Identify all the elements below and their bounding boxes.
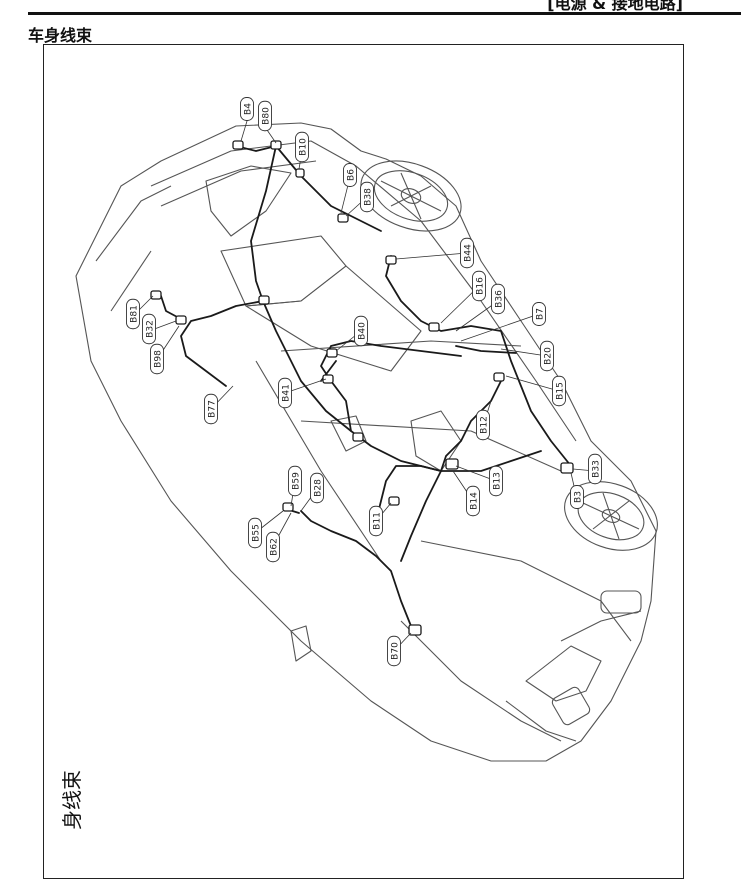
connector-label-text: B77: [208, 400, 218, 418]
connector-label-text: B10: [299, 138, 309, 156]
connector-label-text: B70: [391, 642, 401, 660]
connector-label-b16: B16: [472, 270, 486, 302]
connector-label-b80: B80: [258, 100, 272, 132]
connector-label-b59: B59: [288, 465, 302, 497]
connector-label-text: B6: [347, 169, 357, 181]
connector-label-text: B7: [536, 308, 546, 320]
connector-label-text: B41: [282, 384, 292, 402]
connector-label-text: B20: [544, 347, 554, 365]
connector-label-text: B28: [314, 479, 324, 497]
connector-label-b11: B11: [369, 505, 383, 537]
car-harness-diagram: B4B80B10B6B38B44B16B36B7B20B15B81B32B98B…: [75, 97, 658, 762]
connector-label-b6: B6: [343, 163, 357, 187]
connector-label-b98: B98: [150, 343, 164, 375]
connector-label-text: B32: [146, 320, 156, 338]
connector-label-b81: B81: [126, 298, 140, 330]
connector-label-text: B3: [574, 491, 584, 503]
connector-label-text: B16: [476, 277, 486, 295]
connector-label-b38: B38: [360, 181, 374, 213]
connector-label-text: B15: [556, 382, 566, 400]
connector-label-b55: B55: [248, 517, 262, 549]
connector-blobs: [150, 140, 574, 636]
connector-label-b4: B4: [240, 97, 254, 121]
connector-label-text: B55: [252, 524, 262, 542]
connector-label-b62: B62: [266, 531, 280, 563]
connector-label-text: B98: [154, 350, 164, 368]
connector-label-text: B13: [493, 472, 503, 490]
connector-label-b32: B32: [142, 313, 156, 345]
connector-label-b41: B41: [278, 377, 292, 409]
connector-label-text: B4: [244, 103, 254, 115]
connector-label-b13: B13: [489, 465, 503, 497]
connector-label-b15: B15: [552, 375, 566, 407]
connector-label-text: B14: [470, 492, 480, 510]
section-title: 车身线束: [28, 26, 93, 45]
connector-label-b12: B12: [476, 409, 490, 441]
connector-label-b44: B44: [460, 237, 474, 269]
header-title: [电源 & 接地电路]: [547, 0, 683, 13]
connector-label-b40: B40: [354, 315, 368, 347]
connector-label-text: B59: [292, 472, 302, 490]
connector-label-b20: B20: [540, 340, 554, 372]
connector-label-text: B81: [130, 305, 140, 323]
harness-wires: [160, 145, 572, 627]
connector-label-b28: B28: [310, 472, 324, 504]
connector-label-text: B40: [358, 322, 368, 340]
connector-label-text: B12: [480, 416, 490, 434]
connector-label-text: B44: [464, 244, 474, 262]
connector-label-b77: B77: [204, 393, 218, 425]
connector-label-text: B38: [364, 188, 374, 206]
connector-label-text: B36: [495, 290, 505, 308]
connector-label-b14: B14: [466, 485, 480, 517]
connector-label-text: B11: [373, 512, 383, 530]
connector-label-b3: B3: [570, 485, 584, 509]
connector-label-b10: B10: [295, 131, 309, 163]
header-rule: [28, 12, 741, 15]
rear-wheel: [360, 160, 462, 232]
front-wheel: [564, 481, 658, 551]
car-body-outline: [75, 122, 657, 762]
connector-label-b70: B70: [387, 635, 401, 667]
connector-label-b36: B36: [491, 283, 505, 315]
connector-label-text: B33: [592, 460, 602, 478]
side-caption: 身线束: [60, 770, 84, 830]
connector-label-b7: B7: [532, 302, 546, 326]
connector-label-text: B80: [262, 107, 272, 125]
connector-label-text: B62: [270, 538, 280, 556]
connector-label-b33: B33: [588, 453, 602, 485]
